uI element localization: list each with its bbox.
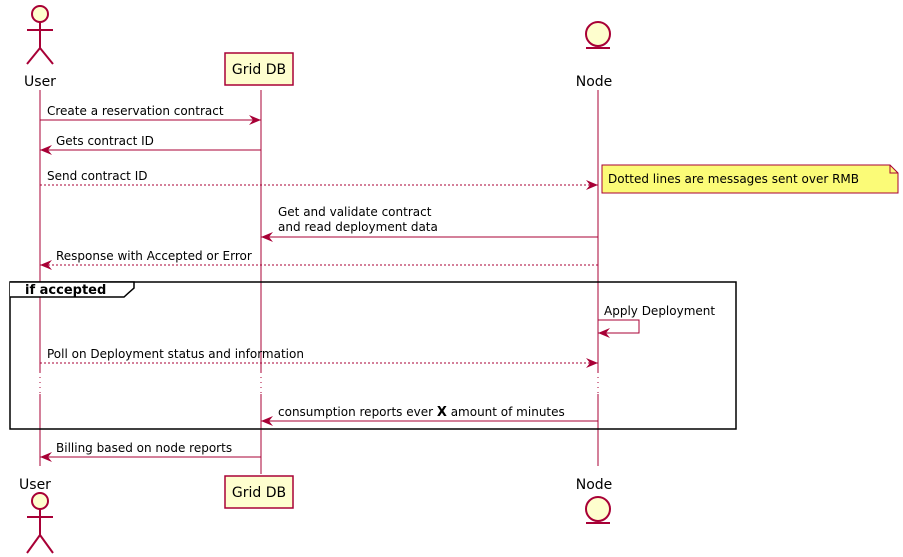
message-poll-deployment: Poll on Deployment status and informatio… bbox=[40, 347, 598, 368]
message-label: Apply Deployment bbox=[604, 304, 715, 318]
participant-user-top: User bbox=[24, 5, 56, 90]
frame-title-tab bbox=[10, 281, 135, 298]
grid-db-box-bottom bbox=[224, 475, 294, 509]
node-entity-icon bbox=[585, 21, 611, 49]
participant-node-bottom: Node bbox=[576, 477, 613, 524]
node-entity-icon-bottom bbox=[585, 496, 611, 524]
participant-node-label-bottom: Node bbox=[576, 477, 613, 493]
message-label: Gets contract ID bbox=[56, 134, 154, 148]
message-response-accepted-error: Response with Accepted or Error bbox=[40, 249, 598, 270]
participant-user-label-bottom: User bbox=[19, 477, 51, 493]
message-label: Send contract ID bbox=[47, 169, 147, 183]
participant-grid-db-label: Grid DB bbox=[232, 62, 286, 78]
message-send-contract-id: Send contract ID bbox=[40, 169, 598, 190]
message-label-prefix: consumption reports ever bbox=[278, 405, 437, 419]
message-label: consumption reports ever X amount of min… bbox=[278, 405, 565, 420]
user-actor-icon bbox=[26, 5, 54, 65]
participant-user-label: User bbox=[24, 74, 56, 90]
message-label-line-1: Get and validate contract bbox=[278, 205, 432, 219]
note-text: Dotted lines are messages sent over RMB bbox=[608, 172, 859, 186]
message-gets-contract-id: Gets contract ID bbox=[40, 134, 261, 155]
message-label: Create a reservation contract bbox=[47, 104, 224, 118]
note-rmb: Dotted lines are messages sent over RMB bbox=[601, 164, 899, 194]
message-label: Response with Accepted or Error bbox=[56, 249, 252, 263]
message-label-bold: X bbox=[437, 405, 447, 420]
message-get-validate-contract: Get and validate contract and read deplo… bbox=[261, 205, 598, 242]
participant-node-label: Node bbox=[576, 74, 613, 90]
message-create-reservation: Create a reservation contract bbox=[40, 104, 261, 125]
note-shape bbox=[601, 164, 899, 194]
message-label: Billing based on node reports bbox=[56, 441, 232, 455]
user-actor-icon-bottom bbox=[26, 492, 54, 554]
message-apply-deployment: Apply Deployment bbox=[598, 304, 715, 338]
participant-grid-db-top: Grid DB bbox=[224, 52, 294, 86]
participant-grid-db-label-bottom: Grid DB bbox=[232, 485, 286, 501]
message-label-suffix: amount of minutes bbox=[447, 405, 565, 419]
message-consumption-reports: consumption reports ever X amount of min… bbox=[261, 405, 598, 426]
message-billing: Billing based on node reports bbox=[40, 441, 261, 462]
participant-node-top: Node bbox=[576, 21, 613, 90]
participant-user-bottom: User bbox=[19, 477, 54, 554]
frame-title: if accepted bbox=[25, 283, 106, 298]
frame-if-accepted bbox=[9, 281, 737, 430]
note-fold bbox=[889, 165, 898, 174]
grid-db-box bbox=[224, 52, 294, 86]
message-label: Poll on Deployment status and informatio… bbox=[47, 347, 304, 361]
participant-grid-db-bottom: Grid DB bbox=[224, 475, 294, 509]
message-label-line-2: and read deployment data bbox=[278, 220, 438, 234]
lifeline-delay-gap bbox=[30, 372, 610, 394]
